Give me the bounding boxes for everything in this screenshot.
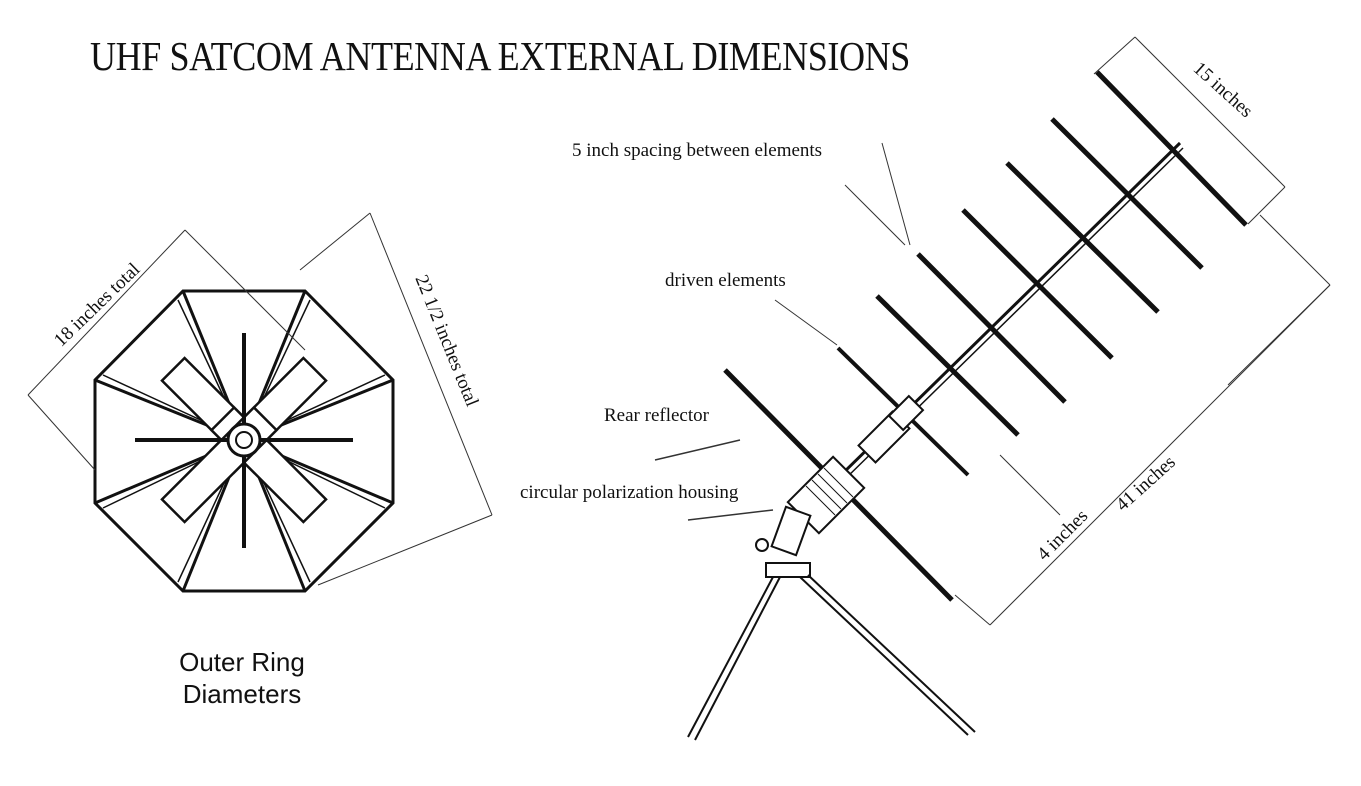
hub — [226, 422, 262, 458]
housing-label: circular polarization housing — [520, 482, 739, 503]
polarization-housing — [786, 394, 925, 535]
diagram-title: UHF SATCOM ANTENNA EXTERNAL DIMENSIONS — [90, 33, 910, 79]
boom — [788, 141, 1182, 527]
diam-18-dimension — [27, 229, 306, 471]
spacing-label: 5 inch spacing between elements — [572, 140, 823, 161]
driven-elements-label: driven elements — [665, 270, 786, 291]
tripod — [687, 574, 976, 741]
caption-line-2: Diameters — [182, 679, 302, 709]
caption-line-1: Outer Ring — [179, 647, 305, 677]
diam-22-dimension — [299, 212, 493, 586]
mount — [755, 505, 812, 578]
outer-ring-caption: Outer Ring Diameters — [142, 646, 342, 710]
dimension-lines — [774, 36, 1331, 626]
rear-reflector-label: Rear reflector — [604, 405, 709, 426]
director-elements — [875, 70, 1248, 437]
leader-arrows — [654, 439, 774, 521]
yagi-antenna-view — [654, 36, 1331, 741]
outer-ring-view — [27, 212, 493, 593]
